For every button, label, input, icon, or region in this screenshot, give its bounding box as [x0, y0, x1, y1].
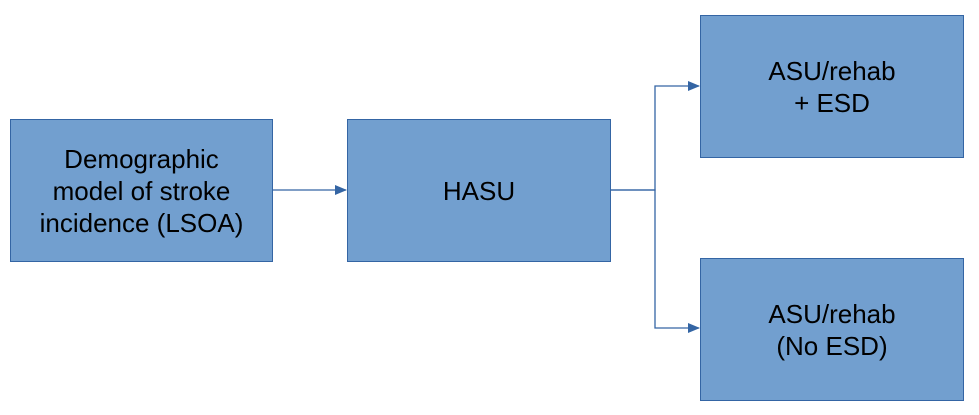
hasu-box: HASU — [347, 119, 611, 262]
demographic-line-1: Demographic — [64, 143, 219, 174]
asu-rehab-esd-box: ASU/rehab + ESD — [700, 15, 964, 158]
asu-rehab-no-esd-box: ASU/rehab (No ESD) — [700, 258, 964, 401]
arrow-hasu-to-asu-no-esd — [611, 189, 700, 333]
arrow-hasu-to-asu-esd — [611, 81, 700, 191]
demographic-line-2: model of stroke — [52, 175, 231, 206]
hasu-label: HASU — [442, 175, 516, 206]
demographic-line-3: incidence (LSOA) — [39, 207, 244, 238]
asu-esd-line-2: + ESD — [794, 87, 870, 118]
asu-esd-line-1: ASU/rehab — [768, 55, 896, 86]
asu-no-esd-line-2: (No ESD) — [776, 330, 888, 361]
asu-no-esd-line-1: ASU/rehab — [768, 298, 896, 329]
demographic-model-box: Demographic model of stroke incidence (L… — [10, 119, 273, 262]
